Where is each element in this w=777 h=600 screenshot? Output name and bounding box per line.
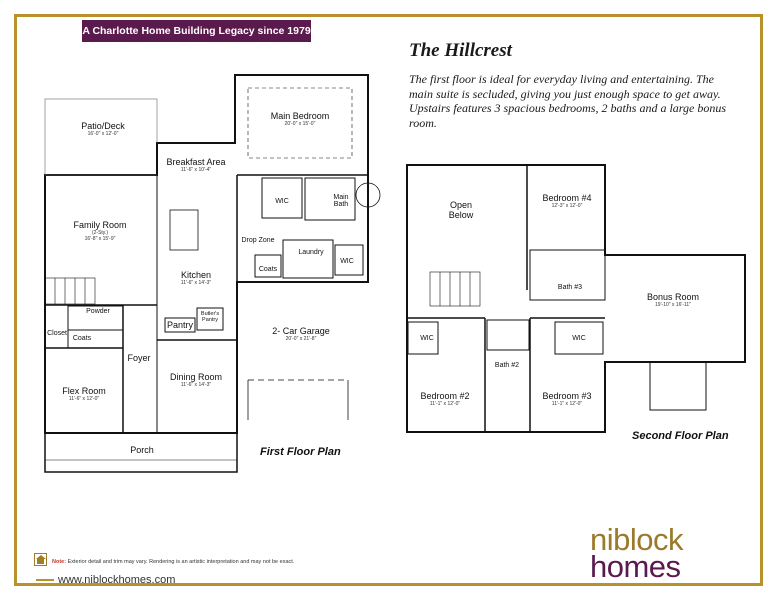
room-main-bath: Main Bath — [333, 194, 349, 208]
equal-housing-icon — [34, 553, 47, 566]
room-family: Family Room(2-Sty.)16'-8" x 15'-9" — [73, 220, 127, 242]
plan-description: The first floor is ideal for everyday li… — [409, 72, 727, 130]
room-pantry: Pantry — [166, 320, 194, 330]
plan-name-title: The Hillcrest — [409, 40, 512, 61]
room-laundry: Laundry — [298, 249, 324, 256]
page-frame — [14, 14, 763, 586]
room-wic-main: WIC — [275, 198, 289, 205]
room-foyer: Foyer — [127, 353, 151, 363]
first-floor-plan-title: First Floor Plan — [260, 446, 341, 458]
room-wic-a: WIC — [420, 335, 434, 342]
room-wic-b: WIC — [572, 335, 586, 342]
room-closet: Closet — [47, 330, 67, 337]
niblock-homes-logo: niblock homes — [590, 522, 684, 584]
room-drop-zone: Drop Zone — [241, 237, 275, 244]
second-floor-plan-title: Second Floor Plan — [632, 430, 729, 442]
room-coats-2: Coats — [72, 335, 92, 342]
room-coats-1: Coats — [258, 266, 278, 273]
room-powder: Powder — [86, 308, 110, 315]
website-link[interactable]: www.niblockhomes.com — [35, 574, 176, 586]
room-bath-3: Bath #3 — [557, 284, 583, 291]
legacy-banner: A Charlotte Home Building Legacy since 1… — [82, 20, 311, 42]
room-bath-2: Bath #2 — [494, 362, 520, 369]
room-open-below: Open Below — [448, 200, 474, 220]
room-wic-2: WIC — [340, 258, 354, 265]
disclaimer-note: Note: Exterior detail and trim may vary.… — [52, 559, 295, 565]
room-butlers-pantry: Butler's Pantry — [200, 311, 220, 323]
room-porch: Porch — [130, 445, 154, 455]
